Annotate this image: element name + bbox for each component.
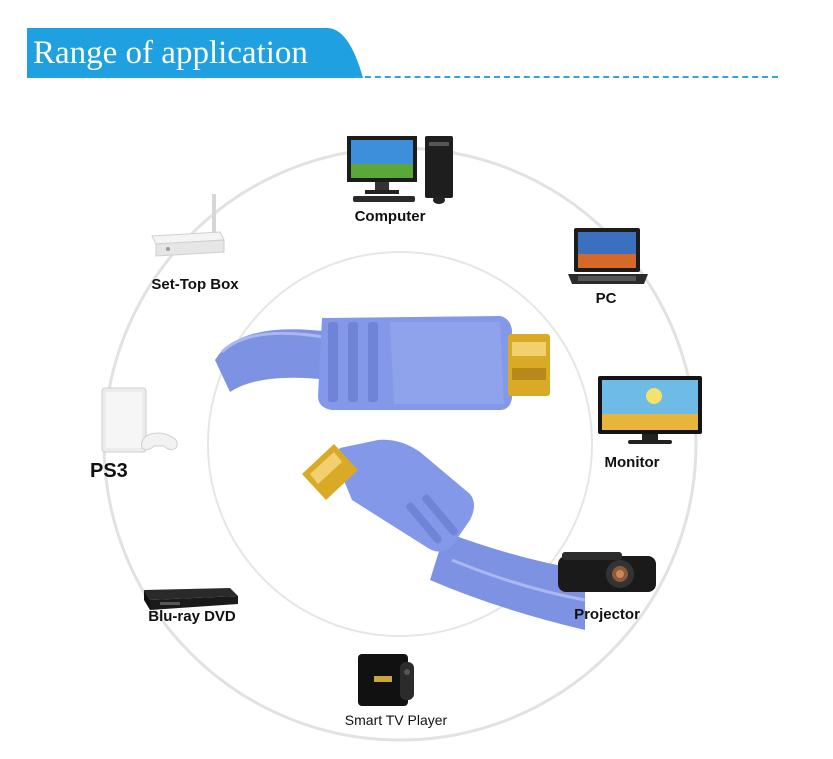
projector-label: Projector xyxy=(574,606,640,623)
monitor-icon xyxy=(598,376,702,444)
bluray-dvd-label: Blu-ray DVD xyxy=(148,608,236,625)
set-top-box-icon xyxy=(151,194,225,257)
bluray-player-icon xyxy=(144,588,238,610)
smart-tv-player-icon xyxy=(358,654,414,706)
ps3-label: PS3 xyxy=(90,460,128,482)
ps3-console-icon xyxy=(101,387,178,453)
hdmi-cable-bottom-icon xyxy=(302,439,586,630)
hdmi-cable-top-icon xyxy=(215,316,550,410)
section-banner: Range of application xyxy=(27,28,363,78)
computer-label: Computer xyxy=(354,208,426,225)
banner-shape xyxy=(27,28,363,78)
computer-icon xyxy=(347,136,453,204)
smart-tv-player-label: Smart TV Player xyxy=(344,712,448,728)
monitor-label: Monitor xyxy=(604,454,660,471)
inner-ring xyxy=(207,251,593,637)
banner-divider xyxy=(355,76,778,78)
projector-icon xyxy=(558,552,656,592)
laptop-icon xyxy=(568,228,648,284)
section-title: Range of application xyxy=(33,35,308,71)
set-top-box-label: Set-Top Box xyxy=(151,276,239,293)
pc-label: PC xyxy=(595,290,617,307)
